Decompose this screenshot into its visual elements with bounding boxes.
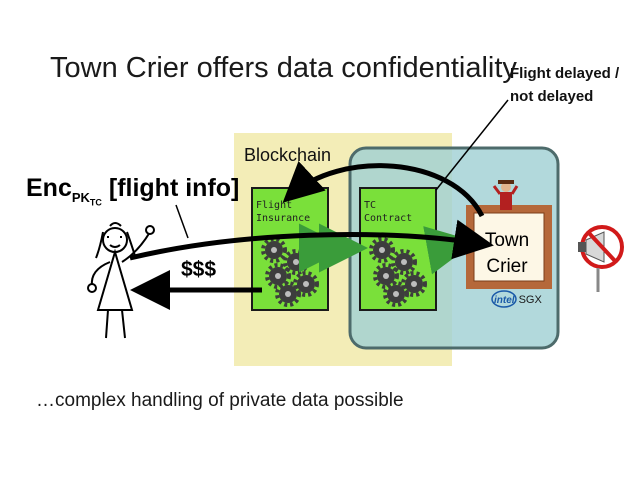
stick-figure-icon	[87, 222, 155, 339]
tc-contract-line-2: Contract	[364, 213, 413, 224]
blockchain-label: Blockchain	[244, 145, 332, 165]
slide-title: Town Crier offers data confidentiality	[50, 52, 517, 84]
enc-sub: PK	[71, 190, 90, 205]
intel-logo-text: intel	[494, 295, 515, 306]
callout-label: Flight delayed / not delayed	[510, 62, 619, 108]
sgx-text: SGX	[518, 294, 542, 306]
payment-label: $$$	[181, 258, 217, 281]
callout-line-1: Flight delayed /	[510, 65, 620, 82]
callout-pointer-line	[435, 99, 509, 191]
intel-logo-icon	[491, 290, 517, 308]
footer-text: …complex handling of private data possib…	[36, 390, 404, 411]
callout-line-2: not delayed	[510, 88, 594, 105]
flight-insurance-line-1: Flight	[256, 200, 293, 211]
flight-insurance-line-2: Insurance	[256, 213, 311, 224]
enc-subsub: TC	[89, 197, 102, 208]
tc-contract-label: TC Contract	[364, 199, 412, 225]
response-arrow	[282, 160, 485, 218]
enc-pointer-line	[175, 204, 189, 239]
tc-contract-line-1: TC	[364, 200, 377, 211]
tc-link-arrow	[423, 226, 476, 275]
town-crier-figure-icon	[492, 180, 519, 210]
no-megaphone-icon	[578, 225, 624, 292]
town-crier-line-2: Crier	[486, 256, 528, 277]
request-arrow	[129, 219, 494, 261]
town-crier-line-1: Town	[484, 230, 530, 251]
enc-rest: [flight info]	[101, 174, 240, 202]
enc-main: Enc	[26, 174, 72, 202]
encrypted-flight-info-label: EncPKTC [flight info]	[26, 174, 239, 208]
